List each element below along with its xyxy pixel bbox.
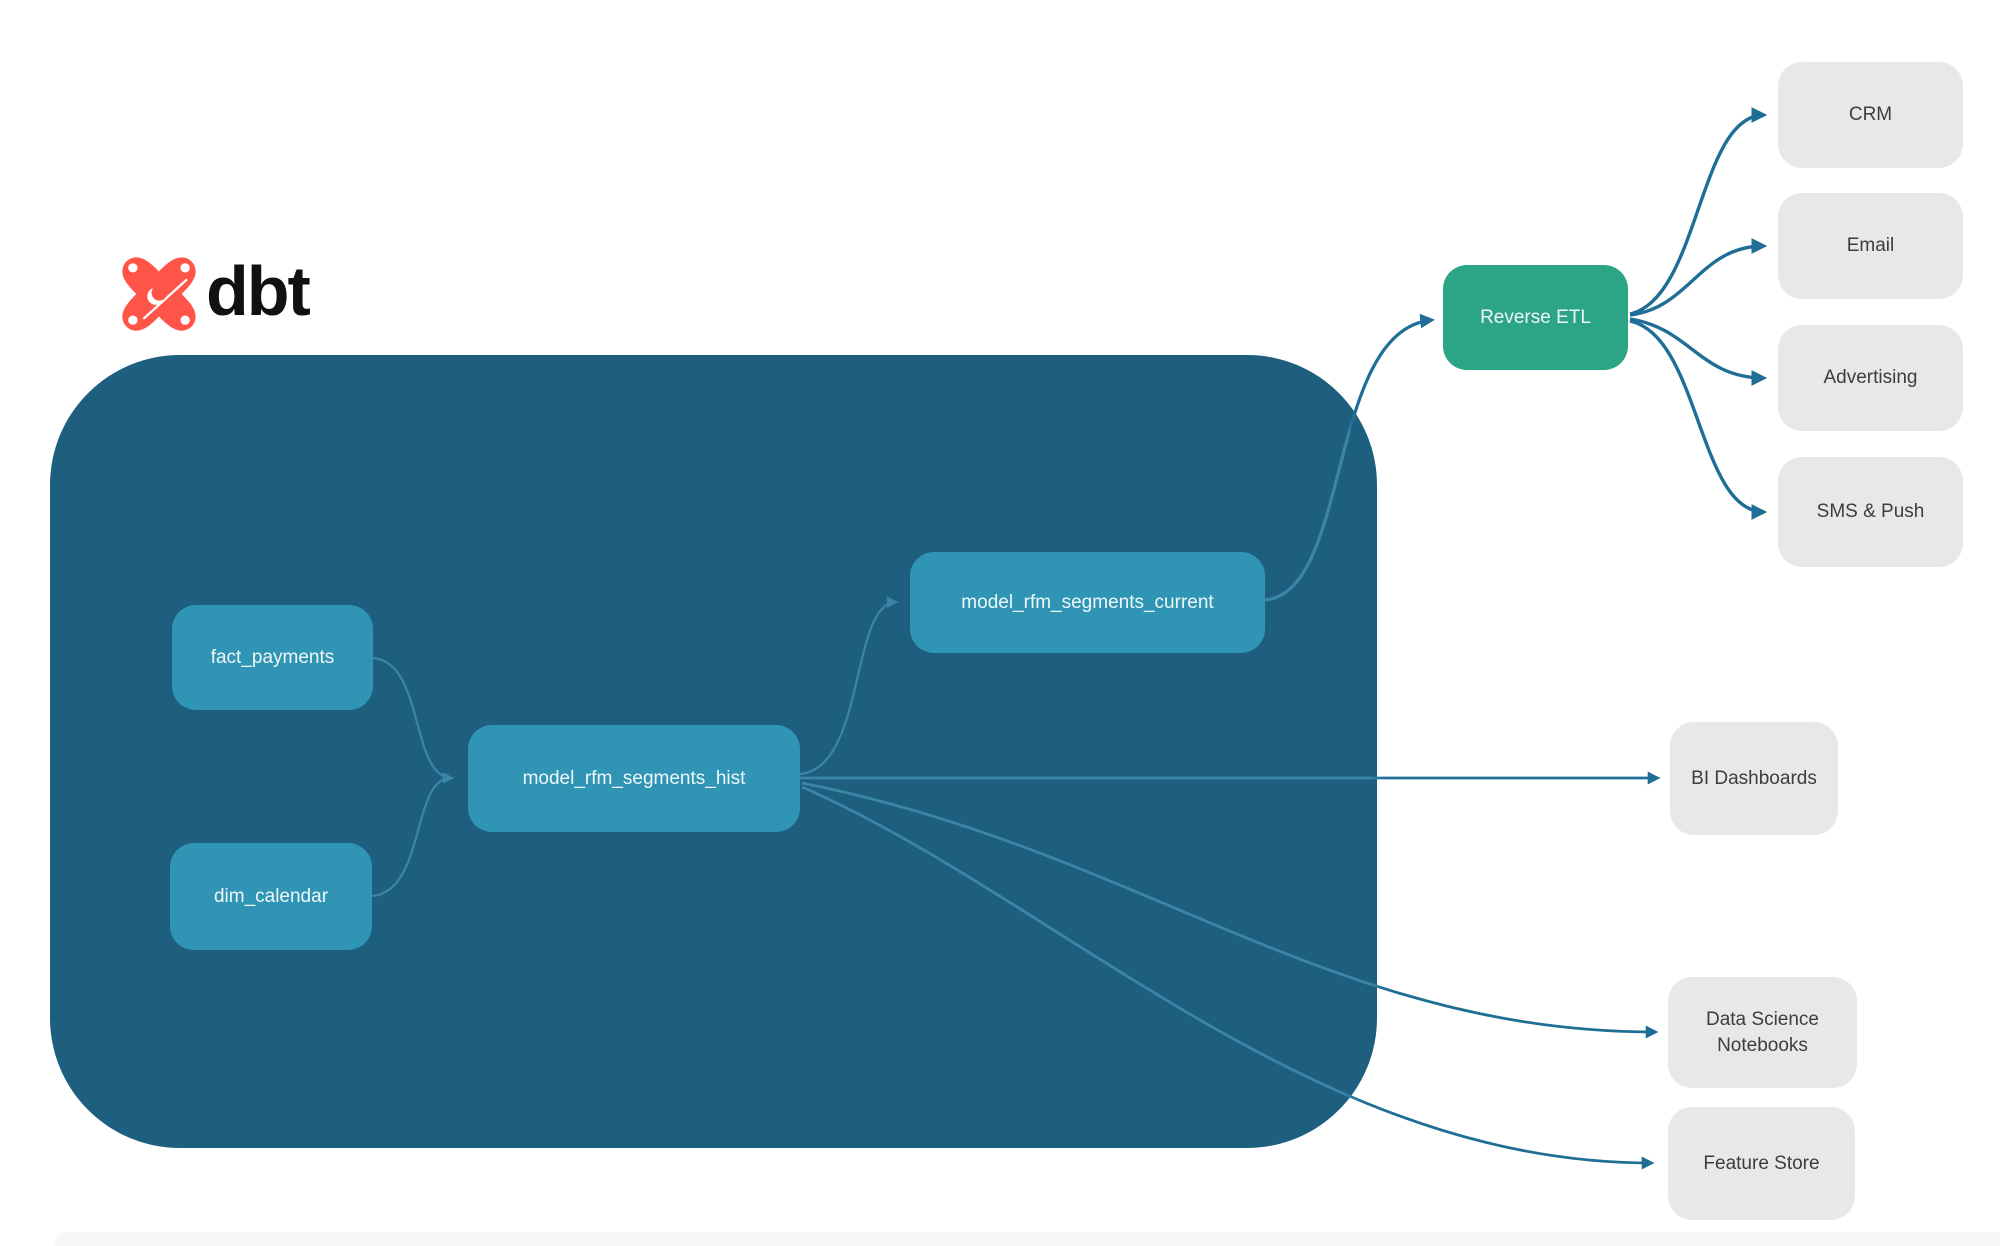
node-model-rfm-segments-current: model_rfm_segments_current (910, 552, 1265, 653)
node-model-rfm-segments-hist-label: model_rfm_segments_hist (522, 767, 746, 789)
node-bi-dashboards-label: BI Dashboards (1691, 767, 1817, 789)
dbt-logo: dbt (120, 252, 311, 336)
edge-reverse-etl-to-email (1629, 238, 1768, 317)
edge-reverse-etl-to-sms-push (1629, 319, 1768, 520)
node-feature-store-label: Feature Store (1703, 1152, 1820, 1174)
dbt-wordmark: dbt (206, 252, 311, 330)
node-fact-payments-label: fact_payments (210, 646, 335, 668)
node-advertising-label: Advertising (1823, 367, 1918, 388)
node-reverse-etl-label: Reverse ETL (1480, 306, 1591, 328)
node-bi-dashboards: BI Dashboards (1670, 722, 1838, 835)
node-advertising: Advertising (1778, 325, 1963, 431)
node-email: Email (1778, 193, 1963, 299)
node-sms-push: SMS & Push (1778, 457, 1963, 567)
node-dim-calendar-label: dim_calendar (213, 885, 329, 907)
bottom-strip (55, 1232, 2000, 1246)
edge-reverse-etl-to-crm (1629, 107, 1768, 316)
node-data-science-notebooks: Data Science Notebooks (1668, 977, 1857, 1088)
node-reverse-etl: Reverse ETL (1443, 265, 1628, 370)
node-sms-push-label: SMS & Push (1816, 501, 1925, 522)
node-fact-payments: fact_payments (172, 605, 373, 710)
edge-reverse-etl-to-advertising (1629, 317, 1768, 386)
node-crm: CRM (1778, 62, 1963, 168)
dbt-logo-icon (122, 257, 196, 331)
node-data-science-notebooks-label: Data Science Notebooks (1705, 1008, 1819, 1056)
node-dim-calendar: dim_calendar (170, 843, 372, 950)
node-email-label: Email (1846, 235, 1895, 256)
node-feature-store: Feature Store (1668, 1107, 1855, 1220)
node-model-rfm-segments-hist: model_rfm_segments_hist (468, 725, 800, 832)
node-model-rfm-segments-current-label: model_rfm_segments_current (961, 591, 1214, 613)
node-crm-label: CRM (1848, 104, 1893, 125)
